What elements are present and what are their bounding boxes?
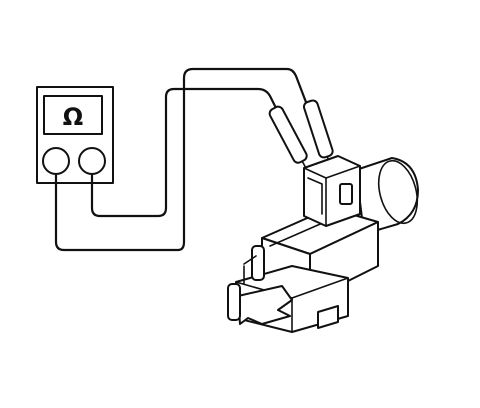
connector-icon [303,155,361,227]
probe-left [268,105,308,164]
connector-latch [339,183,353,205]
bracket-tab [317,305,339,329]
solenoid-valve-icon [227,157,419,333]
valve-coil [355,157,419,235]
meter-jack-left [42,147,70,175]
port-top [251,245,265,281]
mounting-bracket [237,285,293,325]
test-lead-outer [54,67,311,252]
ohm-symbol: Ω [63,103,83,131]
meter-jack-right [78,147,106,175]
multimeter-screen [43,95,103,135]
port-side [227,283,241,321]
probe-right [302,99,334,159]
test-lead-inner [90,87,280,218]
multimeter-icon: Ω [36,86,114,184]
